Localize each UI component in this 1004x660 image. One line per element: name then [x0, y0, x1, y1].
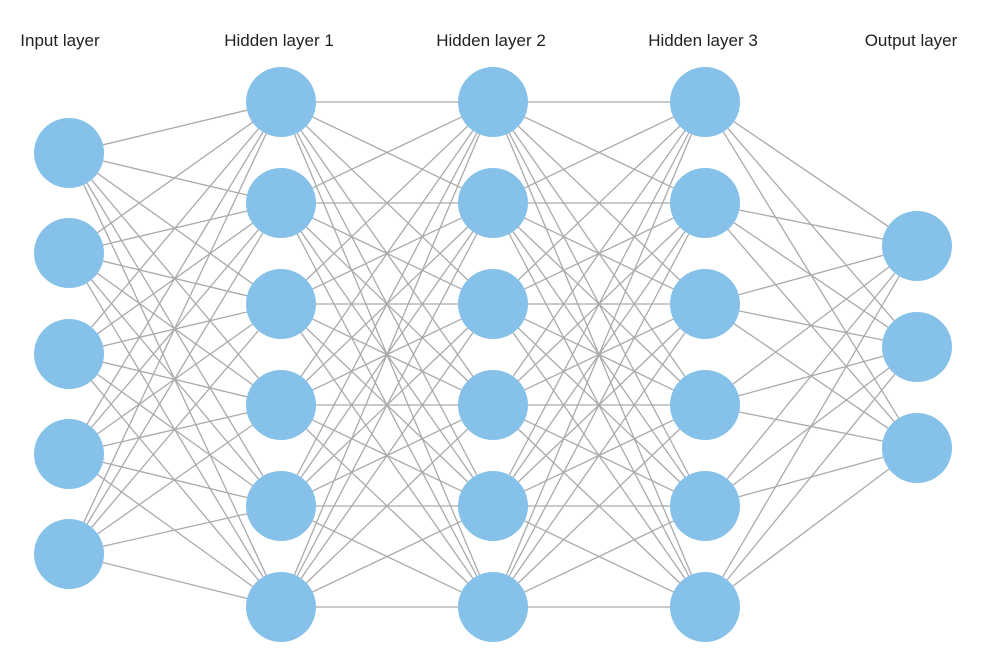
connection-edge [97, 424, 253, 535]
neuron-node-hidden-3-2 [670, 168, 740, 238]
connection-edge [86, 131, 264, 425]
neuron-node-hidden-3-6 [670, 572, 740, 642]
neuron-node-hidden-3-4 [670, 370, 740, 440]
layer-labels-group: Input layer Hidden layer 1 Hidden layer 2 H… [20, 31, 957, 50]
neuron-node-output-2 [882, 312, 952, 382]
connection-edge [732, 468, 890, 587]
connection-edge [312, 520, 462, 593]
connection-edge [726, 373, 896, 581]
connection-edge [512, 130, 686, 377]
connection-edge [296, 132, 478, 476]
neuron-node-hidden-2-4 [458, 370, 528, 440]
connection-edge [300, 130, 474, 377]
connection-edge [508, 233, 690, 577]
layer-label-output: Output layer [865, 31, 958, 50]
connection-edge [738, 254, 884, 296]
neuron-node-hidden-3-1 [670, 67, 740, 137]
connection-edge [732, 266, 890, 385]
neuron-node-hidden-2-3 [458, 269, 528, 339]
neuron-node-hidden-1-5 [246, 471, 316, 541]
layer-label-hidden-2: Hidden layer 2 [436, 31, 546, 50]
connection-edge [102, 561, 248, 600]
neuron-node-hidden-1-4 [246, 370, 316, 440]
connection-edge [102, 109, 248, 146]
neuron-node-input-2 [34, 218, 104, 288]
connection-edge [312, 116, 462, 189]
neuron-node-input-1 [34, 118, 104, 188]
connection-edge [300, 332, 474, 579]
layer-label-input: Input layer [20, 31, 100, 50]
connection-edge [296, 233, 478, 577]
connection-edge [508, 132, 690, 476]
connection-edge [305, 125, 469, 281]
connection-edge [726, 272, 896, 480]
layer-label-hidden-3: Hidden layer 3 [648, 31, 758, 50]
connection-edge [505, 134, 693, 575]
nodes-group [34, 67, 952, 642]
connection-edge [97, 121, 253, 234]
neuron-node-input-4 [34, 419, 104, 489]
connection-edge [524, 520, 674, 593]
connection-edge [722, 275, 900, 578]
layer-label-hidden-1: Hidden layer 1 [224, 31, 334, 50]
neuron-node-hidden-2-5 [458, 471, 528, 541]
connection-edge [512, 332, 686, 579]
neuron-node-input-5 [34, 519, 104, 589]
neuron-node-hidden-2-1 [458, 67, 528, 137]
neuron-node-hidden-2-6 [458, 572, 528, 642]
connection-edge [733, 121, 889, 227]
neuron-node-hidden-2-2 [458, 168, 528, 238]
connection-edge [102, 513, 248, 547]
neuron-node-output-1 [882, 211, 952, 281]
connection-edge [86, 232, 264, 525]
connection-edge [293, 134, 481, 575]
neuron-node-hidden-3-5 [670, 471, 740, 541]
connection-edge [305, 428, 469, 584]
connection-edge [91, 330, 259, 528]
edges-group [83, 101, 900, 608]
connection-edge [524, 116, 674, 189]
neuron-node-hidden-1-1 [246, 67, 316, 137]
connection-edge [739, 209, 883, 240]
connection-edge [517, 428, 681, 584]
connection-edge [83, 133, 267, 523]
neuron-node-input-3 [34, 319, 104, 389]
connection-edge [91, 128, 259, 328]
neuron-node-hidden-1-3 [246, 269, 316, 339]
neuron-node-hidden-3-3 [670, 269, 740, 339]
neuron-node-output-3 [882, 413, 952, 483]
neuron-node-hidden-1-6 [246, 572, 316, 642]
neuron-node-hidden-1-2 [246, 168, 316, 238]
connection-edge [517, 125, 681, 281]
